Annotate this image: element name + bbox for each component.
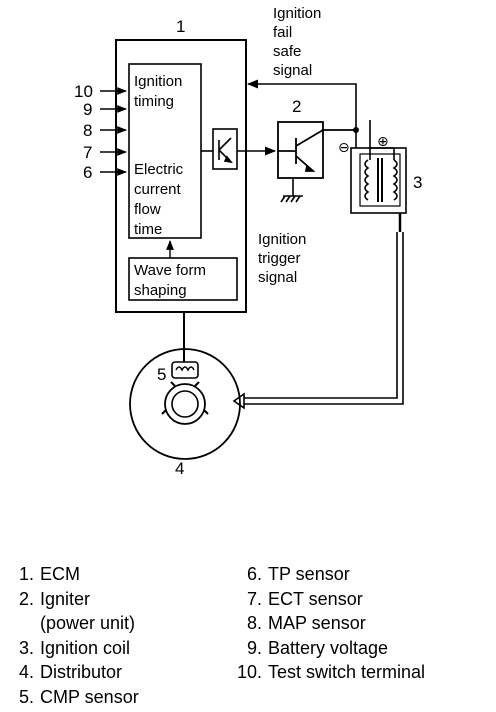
wave-form-label: Wave form shaping <box>134 262 210 299</box>
legend-left: 1. ECM 2. Igniter (power unit) 3. Ignition coi… <box>8 562 139 709</box>
legend-item-number: 2. <box>18 588 34 609</box>
ignition-system-diagram: 1 Ignition timing Electric current flow … <box>74 5 422 478</box>
legend-item-text: Test switch terminal <box>268 662 426 682</box>
input-number-6: 6 <box>83 163 92 182</box>
legend-item-number: 9. <box>246 637 262 658</box>
legend-item: 4. Distributor <box>8 660 139 685</box>
legend-item-text: TP sensor <box>268 564 350 584</box>
distributor-body <box>129 348 241 460</box>
cmp-number: 5 <box>157 365 166 384</box>
distributor-rotor-outer <box>164 383 206 425</box>
legend-item: (power unit) <box>8 611 139 636</box>
distributor-rotor-inner <box>171 390 199 418</box>
input-number-8: 8 <box>83 121 92 140</box>
coil-plus-symbol: ⊕ <box>377 133 389 149</box>
ecm-transistor-icon <box>218 137 233 164</box>
legend-item-text: MAP sensor <box>268 613 366 633</box>
legend-item: 6. TP sensor <box>232 562 425 587</box>
legend-item: 5. CMP sensor <box>8 685 139 710</box>
wave-form-box <box>128 257 238 301</box>
current-label: Electric current flow time <box>134 161 187 238</box>
legend-item-text: (power unit) <box>40 613 136 633</box>
legend-item: 8. MAP sensor <box>232 611 425 636</box>
legend-item: 3. Ignition coil <box>8 636 139 661</box>
coil-minus-symbol: ⊖ <box>338 139 350 155</box>
legend-item: 2. Igniter <box>8 587 139 612</box>
coil-to-distributor-lead <box>244 232 404 405</box>
cmp-sensor-box <box>171 361 199 379</box>
ecm-transistor-box <box>212 128 238 170</box>
legend-item-text: Ignition coil <box>40 637 131 658</box>
legend-right: 6. TP sensor 7. ECT sensor 8. MAP sensor 9. Bat… <box>232 562 425 685</box>
ecm-box <box>115 39 247 313</box>
legend-item-text: Igniter <box>40 588 91 609</box>
legend-item-number: 10. <box>236 662 262 682</box>
legend-item: 9. Battery voltage <box>232 636 425 661</box>
legend-item: 7. ECT sensor <box>232 587 425 612</box>
igniter-number: 2 <box>292 97 301 116</box>
cmp-sensor-coil-icon <box>175 366 195 372</box>
legend-item: 1. ECM <box>8 562 139 587</box>
legend-item-number: 6. <box>246 564 262 584</box>
ignition-coil <box>350 120 407 232</box>
coil-number: 3 <box>413 173 422 192</box>
input-lines <box>100 87 127 176</box>
legend-item-text: CMP sensor <box>40 686 139 707</box>
legend-item-text: ECM <box>40 564 80 584</box>
distributor-number: 4 <box>175 459 184 478</box>
fail-safe-signal-line <box>246 79 357 130</box>
input-number-9: 9 <box>83 100 92 119</box>
legend-item-number <box>8 611 34 636</box>
legend-item-number: 5. <box>18 686 34 707</box>
distributor-teeth <box>161 381 209 415</box>
legend-item-text: Distributor <box>40 662 123 682</box>
timing-label: Ignition timing <box>134 73 187 110</box>
legend-item-number: 3. <box>18 637 34 658</box>
input-number-10: 10 <box>74 82 93 101</box>
legend-item-number: 8. <box>246 613 262 633</box>
igniter-transistor-icon <box>278 129 324 172</box>
legend-item-number: 1. <box>18 564 34 584</box>
legend-item-number: 4. <box>18 662 34 682</box>
ecm-number: 1 <box>176 17 185 36</box>
igniter-box <box>277 121 324 179</box>
legend-item-text: Battery voltage <box>268 637 389 658</box>
input-number-7: 7 <box>83 143 92 162</box>
legend-item-number: 7. <box>246 588 262 609</box>
fail-safe-label: Ignition fail safe signal <box>273 5 326 79</box>
ground-icon <box>280 178 303 203</box>
legend-item: 10. Test switch terminal <box>232 660 425 685</box>
trigger-label: Ignition trigger signal <box>258 231 311 286</box>
legend-item-text: ECT sensor <box>268 588 363 609</box>
